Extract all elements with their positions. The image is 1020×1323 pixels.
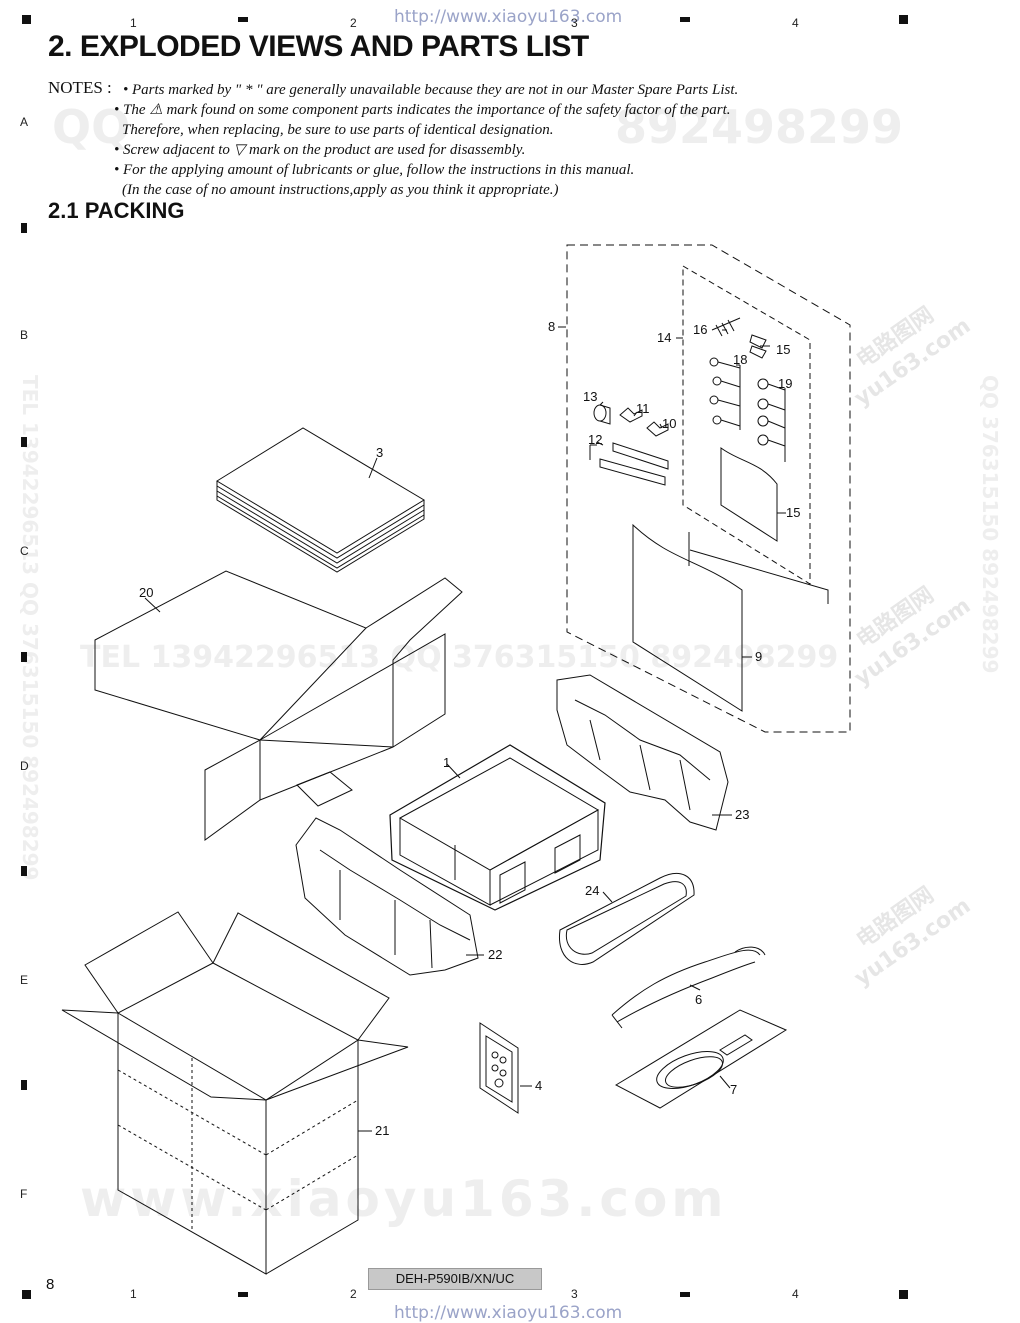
grid-column-label: 1 bbox=[130, 1287, 137, 1301]
watermark-vertical-left: TEL 13942296513 QQ 376315150 892498299 bbox=[18, 375, 42, 881]
part-label: 23 bbox=[735, 807, 749, 822]
part-label: 19 bbox=[778, 376, 792, 391]
section-title: 2.1 PACKING bbox=[48, 198, 185, 223]
part-7-sheet bbox=[614, 1009, 788, 1109]
grid-marker bbox=[21, 437, 27, 447]
part-label: 8 bbox=[548, 319, 555, 334]
part-label: 15 bbox=[786, 505, 800, 520]
grid-row-label: A bbox=[20, 115, 29, 129]
part-label: 15 bbox=[776, 342, 790, 357]
part-label: 10 bbox=[662, 416, 676, 431]
part-10-clip bbox=[646, 421, 669, 437]
screw-bag-outline bbox=[682, 265, 811, 585]
part-label: 3 bbox=[376, 445, 383, 460]
note-line: (In the case of no amount instructions,a… bbox=[122, 182, 559, 198]
grid-marker bbox=[21, 223, 27, 233]
grid-marker bbox=[21, 866, 27, 876]
grid-row-label: B bbox=[20, 328, 29, 342]
part-label: 12 bbox=[588, 432, 602, 447]
part-3-manuals bbox=[216, 427, 425, 573]
grid-column-label: 2 bbox=[350, 1287, 357, 1301]
grid-row-label: E bbox=[20, 973, 29, 987]
grid-marker bbox=[21, 1080, 27, 1090]
watermark-vertical-right: QQ 376315150 892498299 bbox=[978, 375, 1002, 674]
grid-marker bbox=[238, 1292, 248, 1297]
part-17-screw bbox=[711, 317, 741, 337]
corner-marker bbox=[899, 1290, 908, 1299]
corner-marker bbox=[22, 1290, 31, 1299]
leader-lines bbox=[144, 326, 786, 1132]
part-label: 7 bbox=[730, 1082, 737, 1097]
part-label: 22 bbox=[488, 947, 502, 962]
watermark-qq-left: QQ bbox=[52, 100, 131, 154]
part-label: 6 bbox=[695, 992, 702, 1007]
part-labels: 8 14 16 15 18 19 13 11 10 12 3 15 20 9 1… bbox=[139, 319, 800, 1138]
part-12-bracket bbox=[589, 444, 597, 460]
part-20-sleeve bbox=[94, 570, 463, 841]
grid-column-label: 2 bbox=[350, 16, 357, 30]
part-label: 4 bbox=[535, 1078, 542, 1093]
note-line: • Parts marked by " * " are generally un… bbox=[123, 82, 739, 98]
page-title: 2. EXPLODED VIEWS AND PARTS LIST bbox=[48, 30, 589, 63]
part-1-head-unit bbox=[389, 744, 606, 911]
accessory-bag-outline bbox=[566, 244, 851, 733]
part-label: 20 bbox=[139, 585, 153, 600]
notes-label: NOTES : bbox=[48, 78, 112, 97]
note-line: • For the applying amount of lubricants … bbox=[114, 162, 635, 178]
part-6-cable bbox=[611, 946, 766, 1029]
grid-marker bbox=[680, 17, 690, 22]
part-12-strip-a bbox=[612, 442, 669, 470]
grid-column-label: 3 bbox=[571, 16, 578, 30]
part-19-screws bbox=[757, 378, 786, 462]
part-13-cushion bbox=[593, 404, 611, 425]
grid-marker bbox=[680, 1292, 690, 1297]
watermark-middle-line: TEL 13942296513 QQ 376315150 892498299 bbox=[80, 640, 839, 675]
page-number: 8 bbox=[46, 1276, 55, 1293]
watermark-url-bottom: http://www.xiaoyu163.com bbox=[394, 1303, 623, 1323]
part-11-clip bbox=[619, 407, 643, 423]
part-23-foam bbox=[556, 674, 729, 831]
part-label: 24 bbox=[585, 883, 599, 898]
grid-column-label: 3 bbox=[571, 1287, 578, 1301]
part-15-small-bag bbox=[720, 447, 778, 542]
part-label: 11 bbox=[636, 401, 650, 416]
corner-marker bbox=[899, 15, 908, 24]
watermark-url-top: http://www.xiaoyu163.com bbox=[394, 7, 623, 27]
part-16-clip bbox=[749, 334, 767, 359]
model-number: DEH-P590IB/XN/UC bbox=[368, 1268, 542, 1290]
part-label: 16 bbox=[693, 322, 707, 337]
note-line: • Screw adjacent to ▽ mark on the produc… bbox=[114, 142, 526, 158]
part-4-remote-card bbox=[479, 1022, 519, 1114]
part-label: 13 bbox=[583, 389, 597, 404]
grid-column-label: 1 bbox=[130, 16, 137, 30]
part-7-cable bbox=[656, 1034, 753, 1089]
part-label: 1 bbox=[443, 755, 450, 770]
grid-marker bbox=[21, 652, 27, 662]
grid-row-label: C bbox=[20, 544, 29, 558]
grid-column-label: 4 bbox=[792, 16, 799, 30]
watermark-qq-right: 892498299 bbox=[615, 100, 904, 154]
grid-row-label: D bbox=[20, 759, 29, 773]
part-12-strip-b bbox=[599, 458, 666, 486]
part-9-poly-bag bbox=[632, 523, 743, 712]
note-line: Therefore, when replacing, be sure to us… bbox=[122, 122, 554, 138]
watermark-bottom-site: www.xiaoyu163.com bbox=[80, 1170, 728, 1228]
grid-column-label: 4 bbox=[792, 1287, 799, 1301]
part-22-foam bbox=[295, 817, 479, 976]
part-label: 14 bbox=[657, 330, 671, 345]
part-label: 18 bbox=[733, 352, 747, 367]
grid-marker bbox=[238, 17, 248, 22]
note-line: • The ⚠ mark found on some component par… bbox=[114, 102, 731, 118]
part-18-screws bbox=[709, 357, 741, 430]
grid-row-label: F bbox=[20, 1187, 28, 1201]
part-label: 9 bbox=[755, 649, 762, 664]
part-label: 21 bbox=[375, 1123, 389, 1138]
part-24-storage-case bbox=[558, 873, 695, 965]
corner-marker bbox=[22, 15, 31, 24]
part-21-carton bbox=[61, 911, 409, 1275]
